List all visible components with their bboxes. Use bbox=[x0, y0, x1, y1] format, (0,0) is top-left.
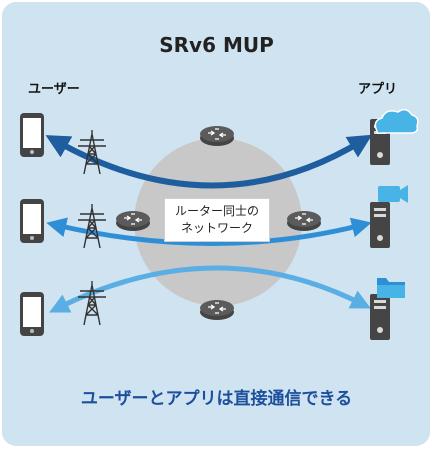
diagram-title: SRv6 MUP bbox=[159, 33, 274, 57]
apps-label: アプリ bbox=[358, 82, 398, 97]
router-icon bbox=[199, 125, 235, 147]
smartphone-icon bbox=[20, 113, 44, 157]
router-network-label-line1: ルーター同士の bbox=[174, 204, 259, 218]
router-icon bbox=[199, 299, 235, 321]
smartphone-icon bbox=[20, 292, 44, 336]
folder-icon bbox=[377, 278, 405, 298]
arrow-bottom bbox=[49, 265, 371, 313]
server-icon bbox=[370, 294, 390, 340]
smartphone-icon bbox=[20, 199, 44, 243]
router-icon bbox=[286, 210, 322, 232]
camera-icon bbox=[378, 185, 408, 203]
server-icon bbox=[370, 202, 390, 248]
router-icon bbox=[115, 210, 151, 232]
router-network-label: ルーター同士の ネットワーク bbox=[164, 198, 270, 242]
diagram-caption: ユーザーとアプリは直接通信できる bbox=[80, 389, 353, 409]
transmission-tower-icon bbox=[77, 203, 107, 249]
router-network-label-line2: ネットワーク bbox=[180, 221, 253, 235]
users-label: ユーザー bbox=[28, 82, 80, 97]
cloud-icon bbox=[374, 108, 419, 134]
